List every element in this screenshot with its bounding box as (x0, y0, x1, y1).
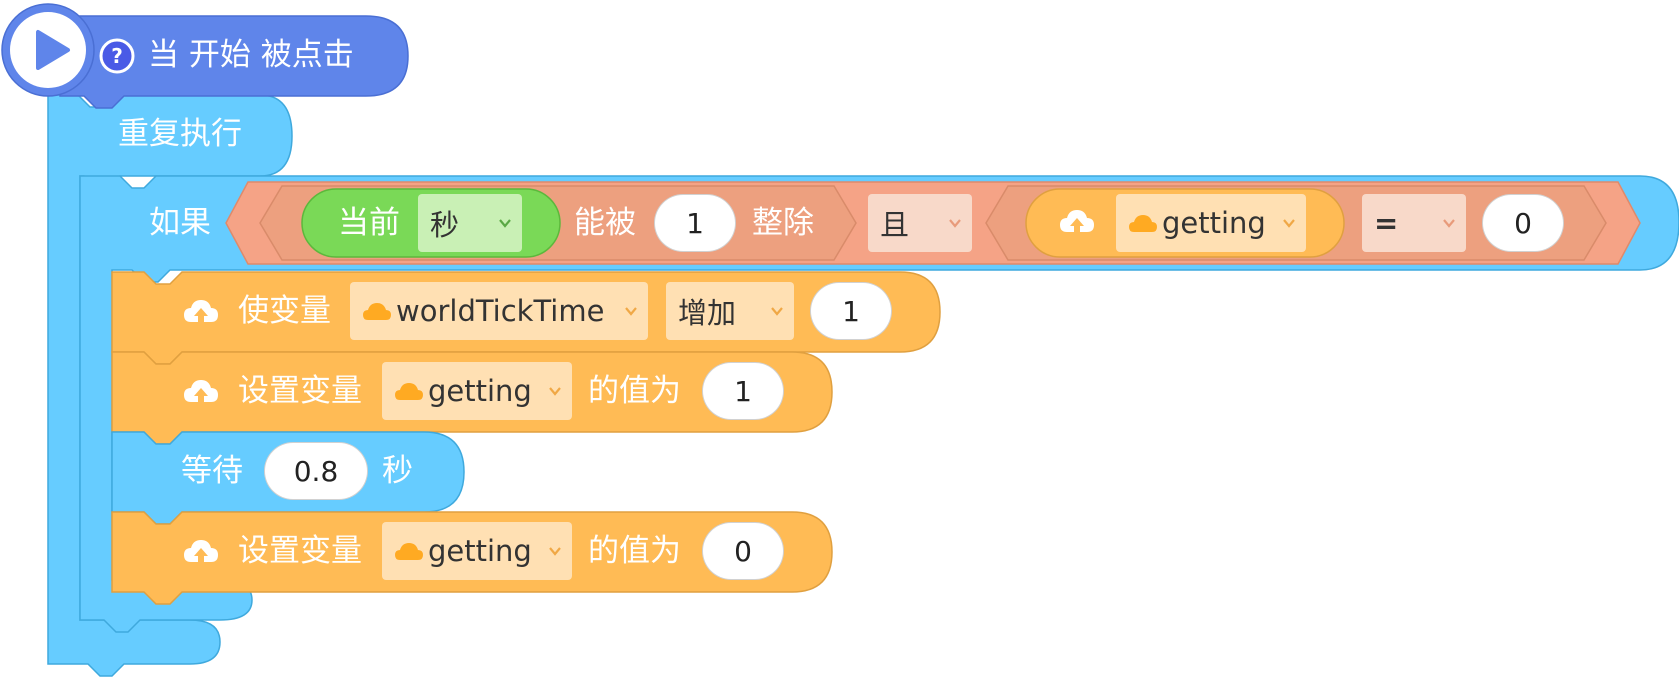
chevron-down-icon (549, 547, 561, 556)
cloud-upload-icon (184, 300, 218, 326)
forever-label: 重复执行 (118, 116, 242, 152)
current-label: 当前 (338, 205, 400, 241)
change-op-dropdown[interactable]: 增加 (666, 282, 794, 340)
change-variable-dropdown[interactable]: worldTickTime (350, 282, 648, 340)
logic-op-value: 且 (880, 208, 910, 242)
change-variable-value: worldTickTime (396, 294, 605, 328)
compare-variable-value: getting (1162, 206, 1266, 240)
chevron-down-icon (771, 307, 783, 316)
cloud-icon (395, 543, 423, 560)
set-variable-label-1: 设置变量 (238, 373, 362, 409)
change-variable-label: 使变量 (238, 293, 331, 329)
cloud-upload-icon (1060, 210, 1094, 236)
change-amount-input[interactable]: 1 (810, 282, 892, 340)
play-icon (36, 30, 70, 70)
divide-label: 整除 (752, 205, 814, 241)
logic-op-dropdown[interactable]: 且 (868, 194, 972, 252)
chevron-down-icon (549, 387, 561, 396)
set-variable-value-2: getting (428, 534, 532, 568)
set-value-input-1[interactable]: 1 (702, 362, 784, 420)
if-label: 如果 (149, 205, 211, 241)
divisible-label: 能被 (574, 205, 636, 241)
wait-seconds-input[interactable]: 0.8 (264, 442, 368, 500)
set-value-input-2[interactable]: 0 (702, 522, 784, 580)
chevron-down-icon (1283, 219, 1295, 228)
time-unit-dropdown[interactable]: 秒 (418, 194, 522, 252)
cloud-upload-icon (184, 380, 218, 406)
chevron-down-icon (499, 219, 511, 228)
compare-variable-dropdown[interactable]: getting (1116, 194, 1306, 252)
hat-label: 当 开始 被点击 (148, 37, 354, 73)
chevron-down-icon (625, 307, 637, 316)
divisor-input[interactable]: 1 (654, 194, 736, 252)
help-icon[interactable]: ? (111, 44, 123, 68)
help-icon-bg[interactable] (99, 38, 135, 74)
cloud-upload-icon (184, 540, 218, 566)
time-unit-value: 秒 (430, 208, 460, 242)
when-start-hat-shape[interactable] (59, 15, 409, 109)
wait-seconds-label: 秒 (382, 453, 413, 489)
chevron-down-icon (949, 219, 961, 228)
compare-op-value: = (1374, 206, 1399, 240)
set-value-label-2: 的值为 (588, 533, 681, 569)
cloud-icon (363, 303, 391, 320)
wait-label: 等待 (181, 453, 243, 489)
set-variable-label-2: 设置变量 (238, 533, 362, 569)
set-variable-dropdown-2[interactable]: getting (382, 522, 572, 580)
cloud-icon (1129, 215, 1157, 232)
cloud-icon (395, 383, 423, 400)
set-variable-value-1: getting (428, 374, 532, 408)
set-variable-dropdown-1[interactable]: getting (382, 362, 572, 420)
compare-value-input[interactable]: 0 (1482, 194, 1564, 252)
compare-op-dropdown[interactable]: = (1362, 194, 1466, 252)
set-value-label-1: 的值为 (588, 373, 681, 409)
change-op-value: 增加 (678, 296, 737, 330)
chevron-down-icon (1443, 219, 1455, 228)
